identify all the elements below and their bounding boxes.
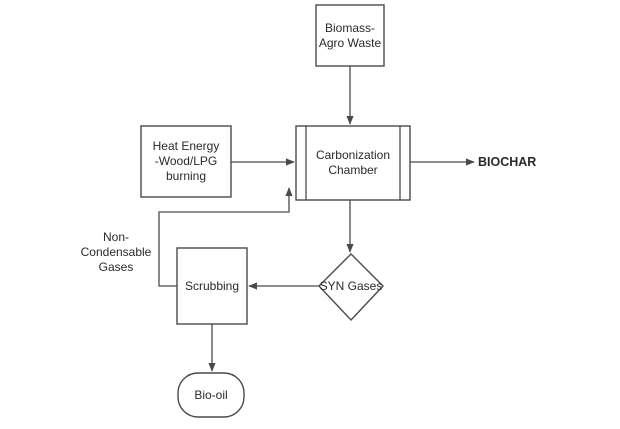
biomass-label: Biomass- Agro Waste (318, 20, 382, 50)
recycle-gases-arrow (158, 187, 293, 287)
bio-oil-terminal (177, 372, 245, 418)
heat-energy-label: Heat Energy -Wood/LPG burning (152, 139, 220, 183)
scrubbing-label: Scrubbing (184, 278, 240, 293)
non-condensable-gases-label: Non-Condensable Gases (80, 229, 152, 274)
biomass-box (315, 4, 385, 67)
carbonization-chamber-label: Carbonization Chamber (315, 148, 391, 177)
bio-oil-label: Bio-oil (194, 387, 228, 402)
syn-gases-label: SYN Gases (319, 278, 383, 293)
carbonization-chamber-box (295, 125, 411, 201)
syn-gases-diamond (318, 253, 384, 322)
heat-energy-box (140, 125, 232, 198)
biochar-label: BIOCHAR (478, 154, 537, 169)
